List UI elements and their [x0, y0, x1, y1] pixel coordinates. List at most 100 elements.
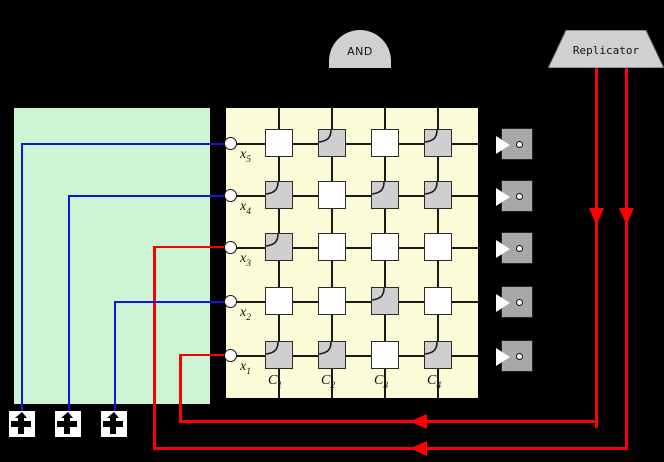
matrix-cell-x4-C1[interactable] [265, 181, 293, 209]
row-junction-x4[interactable] [224, 189, 237, 202]
row-wire-x1 [231, 355, 478, 357]
not-gate-x3-bubble-icon [516, 245, 523, 252]
matrix-cell-x4-C4[interactable] [424, 181, 452, 209]
matrix-cell-x4-C2[interactable] [318, 181, 346, 209]
row-label-x4-sub: 4 [246, 206, 251, 217]
not-gate-x3-triangle-icon [496, 240, 510, 258]
row-label-x5-sub: 5 [246, 154, 251, 165]
x4-wire-vertical [68, 195, 70, 413]
column-label-C1-sub: 1 [277, 380, 283, 391]
matrix-cell-x4-C3[interactable] [371, 181, 399, 209]
feedback-upper-arrow-icon [410, 414, 427, 429]
row-junction-x2[interactable] [224, 295, 237, 308]
x4-wire-horizontal [68, 195, 231, 197]
column-label-C3: C3 [374, 373, 388, 391]
feedback-lower-horizontal [153, 447, 627, 450]
x3-feedback-lead [153, 246, 231, 248]
replicator-out-right-arrow-icon [619, 208, 634, 225]
column-label-C3-base: C [374, 373, 384, 388]
row-label-x4: x4 [240, 199, 251, 217]
plug-connector-1-cross-icon [11, 412, 31, 434]
and-gate-label: AND [347, 45, 373, 58]
matrix-cell-x5-C1[interactable] [265, 129, 293, 157]
matrix-cell-x5-C3[interactable] [371, 129, 399, 157]
matrix-cell-x1-C3[interactable] [371, 341, 399, 369]
x1-feedback-lead [179, 354, 231, 356]
row-wire-x3 [231, 247, 478, 249]
row-label-x1-base: x [240, 359, 247, 374]
matrix-cell-x3-C2[interactable] [318, 233, 346, 261]
matrix-cell-x1-C2[interactable] [318, 341, 346, 369]
not-gate-x4-bubble-icon [516, 193, 523, 200]
not-gate-x2[interactable] [496, 286, 533, 318]
row-wire-x2 [231, 301, 478, 303]
x5-wire-vertical [21, 143, 23, 413]
row-label-x2-sub: 2 [246, 312, 251, 323]
column-label-C2-sub: 2 [330, 380, 336, 391]
plug-connector-3-cross-icon [103, 412, 123, 434]
matrix-cell-x3-C3[interactable] [371, 233, 399, 261]
replicator-out-left-arrow-icon [589, 208, 604, 225]
row-label-x5-base: x [240, 147, 247, 162]
column-label-C4: C4 [427, 373, 441, 391]
matrix-cell-x2-C1[interactable] [265, 287, 293, 315]
feedback-lower-arrow-icon [410, 441, 427, 456]
row-junction-x3[interactable] [224, 241, 237, 254]
not-gate-x5[interactable] [496, 128, 533, 160]
not-gate-x2-bubble-icon [516, 299, 523, 306]
feedback-upper-riser [179, 355, 182, 422]
row-label-x3: x3 [240, 251, 251, 269]
feedback-upper-horizontal [179, 420, 597, 423]
column-label-C3-sub: 3 [383, 380, 389, 391]
not-gate-x2-triangle-icon [496, 294, 510, 312]
matrix-cell-x3-C1[interactable] [265, 233, 293, 261]
replicator-shape [548, 30, 664, 68]
matrix-cell-x5-C4[interactable] [424, 129, 452, 157]
replicator-out-right-wire [625, 68, 628, 450]
column-label-C4-base: C [427, 373, 437, 388]
matrix-cell-x1-C1[interactable] [265, 341, 293, 369]
column-label-C1-base: C [268, 373, 278, 388]
matrix-cell-x1-C4[interactable] [424, 341, 452, 369]
matrix-cell-x2-C4[interactable] [424, 287, 452, 315]
row-label-x4-base: x [240, 199, 247, 214]
replicator-label: Replicator [572, 44, 640, 57]
not-gate-x1-bubble-icon [516, 353, 523, 360]
row-junction-x5[interactable] [224, 137, 237, 150]
row-label-x5: x5 [240, 147, 251, 165]
not-gate-x1[interactable] [496, 340, 533, 372]
column-label-C2-base: C [321, 373, 331, 388]
row-label-x1-sub: 1 [246, 366, 251, 377]
column-label-C2: C2 [321, 373, 335, 391]
plug-connector-2[interactable] [55, 411, 81, 437]
x5-wire-horizontal [21, 143, 231, 145]
not-gate-x3[interactable] [496, 232, 533, 264]
column-label-C4-sub: 4 [436, 380, 442, 391]
column-label-C1: C1 [268, 373, 282, 391]
plug-connector-3[interactable] [101, 411, 127, 437]
not-gate-x4-triangle-icon [496, 188, 510, 206]
row-wire-x5 [231, 143, 478, 145]
x2-wire-vertical [114, 301, 116, 413]
matrix-cell-x3-C4[interactable] [424, 233, 452, 261]
row-label-x2-base: x [240, 305, 247, 320]
not-gate-x5-bubble-icon [516, 141, 523, 148]
matrix-cell-x2-C2[interactable] [318, 287, 346, 315]
plug-connector-1[interactable] [9, 411, 35, 437]
not-gate-x1-triangle-icon [496, 348, 510, 366]
row-label-x3-sub: 3 [246, 258, 251, 269]
matrix-cell-x5-C2[interactable] [318, 129, 346, 157]
row-label-x2: x2 [240, 305, 251, 323]
x2-wire-horizontal [114, 301, 231, 303]
replicator-out-left-wire [595, 68, 598, 428]
feedback-lower-riser [153, 246, 156, 449]
row-label-x3-base: x [240, 251, 247, 266]
matrix-cell-x2-C3[interactable] [371, 287, 399, 315]
not-gate-x4[interactable] [496, 180, 533, 212]
row-wire-x4 [231, 195, 478, 197]
plug-connector-2-cross-icon [57, 412, 77, 434]
input-region-panel [14, 108, 210, 404]
row-junction-x1[interactable] [224, 349, 237, 362]
not-gate-x5-triangle-icon [496, 136, 510, 154]
